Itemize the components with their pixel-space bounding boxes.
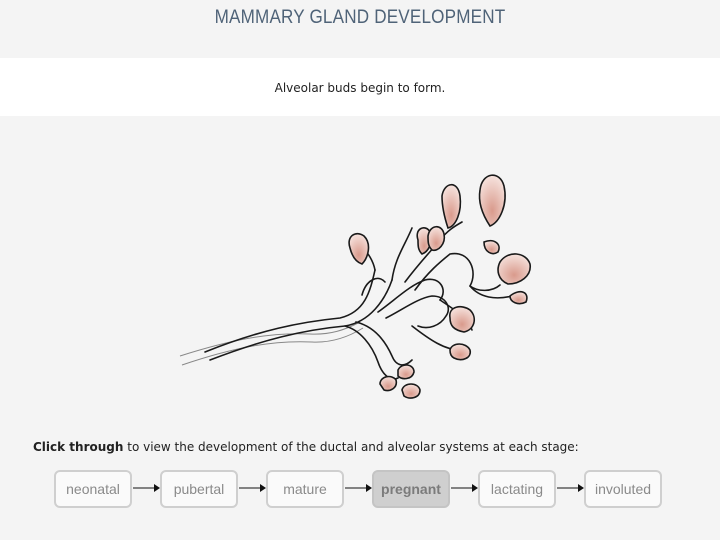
stage-caption: Alveolar buds begin to form. [274, 81, 446, 95]
arrow-right-icon [451, 484, 478, 492]
stage-button-mature[interactable]: mature [266, 470, 344, 508]
caption-panel: Alveolar buds begin to form. [0, 58, 720, 116]
stage-button-pubertal[interactable]: pubertal [160, 470, 238, 508]
stage-button-neonatal[interactable]: neonatal [54, 470, 132, 508]
arrow-right-icon [557, 484, 584, 492]
instruction-emphasis: Click through [33, 440, 124, 454]
stage-button-involuted[interactable]: involuted [584, 470, 662, 508]
stage-button-lactating[interactable]: lactating [478, 470, 556, 508]
arrow-right-icon [239, 484, 266, 492]
instruction-text: Click through to view the development of… [33, 440, 579, 454]
arrow-right-icon [345, 484, 372, 492]
stage-selector: neonatal pubertal mature pregnant lactat… [0, 468, 720, 512]
header-bar: MAMMARY GLAND DEVELOPMENT [0, 0, 720, 58]
page-title: MAMMARY GLAND DEVELOPMENT [214, 7, 506, 28]
gland-illustration [0, 116, 720, 426]
stage-button-pregnant[interactable]: pregnant [372, 470, 450, 508]
instruction-rest: to view the development of the ductal an… [123, 440, 579, 454]
arrow-right-icon [133, 484, 160, 492]
duct-diagram [179, 174, 531, 399]
